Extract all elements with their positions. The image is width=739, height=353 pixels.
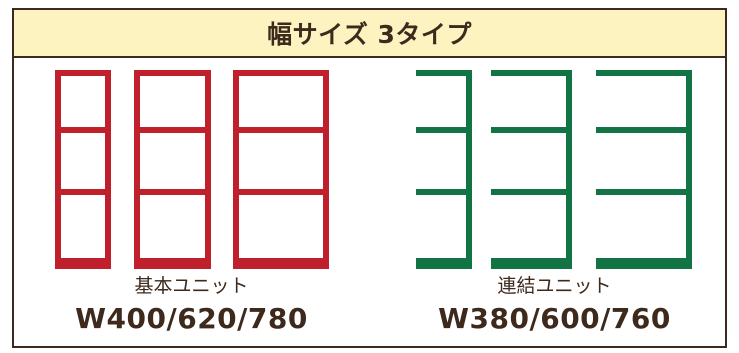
basic-unit-label: 基本ユニット <box>134 275 249 297</box>
linked-unit-wide <box>596 70 692 269</box>
panel-header: 幅サイズ 3タイプ <box>14 10 725 58</box>
basic-unit-illustrations <box>55 70 329 269</box>
basic-unit-wide <box>233 70 329 269</box>
linked-unit-medium <box>491 70 572 269</box>
size-panel: 幅サイズ 3タイプ <box>12 8 727 348</box>
linked-unit-sizes: W380/600/760 <box>438 302 671 335</box>
linked-unit-narrow <box>416 70 472 269</box>
linked-unit-illustrations <box>416 70 692 269</box>
basic-unit-narrow <box>55 70 111 269</box>
basic-unit-sizes: W400/620/780 <box>75 302 308 335</box>
linked-unit-label: 連結ユニット <box>497 275 612 297</box>
basic-unit-medium <box>134 70 211 269</box>
panel-title: 幅サイズ 3タイプ <box>267 20 472 49</box>
